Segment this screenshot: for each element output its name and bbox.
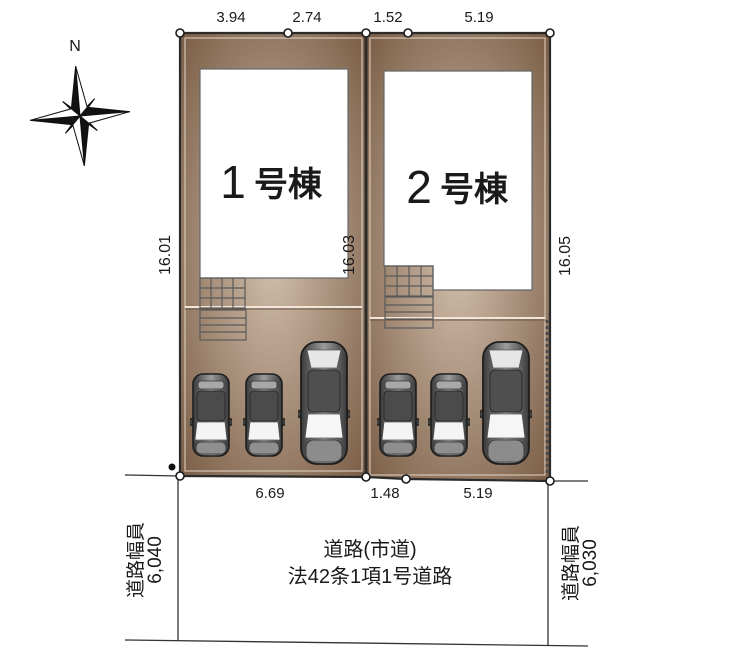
dimension-bottom-3: 5.19	[463, 485, 492, 502]
building-2-suffix: 号棟	[440, 171, 509, 209]
building-1-number: 1	[220, 156, 246, 208]
dimension-bottom-2: 1.48	[370, 485, 399, 502]
car-small-icon	[190, 373, 232, 457]
road-width-right-value: 6,030	[580, 539, 601, 587]
road-width-left-label: 道路幅員	[125, 522, 147, 598]
road-width-right-label: 道路幅員	[560, 525, 582, 601]
road-name: 道路(市道)	[323, 538, 416, 561]
car-large-icon	[298, 341, 350, 465]
lot-1-inner-edge	[184, 37, 363, 472]
car-small-icon	[377, 373, 419, 457]
compass-north-label: N	[69, 38, 81, 55]
house-2-steps	[384, 296, 434, 329]
dimension-right: 16.05	[557, 236, 574, 276]
building-2-number: 2	[406, 161, 432, 213]
dimension-top-3: 1.52	[373, 9, 402, 26]
house-1-steps	[199, 309, 247, 341]
lot-2-inner-edge	[369, 37, 546, 476]
house-1-footprint	[199, 68, 349, 279]
car-small-icon	[428, 373, 470, 457]
house-1-porch	[199, 277, 246, 309]
dimension-top-1: 3.94	[216, 9, 245, 26]
road-far-edge	[124, 639, 589, 647]
house-2-porch	[384, 265, 434, 297]
dimension-left: 16.01	[157, 235, 174, 275]
road-edge-left-ext	[124, 474, 181, 477]
dimension-middle: 16.03	[341, 235, 358, 275]
dimension-top-4: 5.19	[464, 9, 493, 26]
building-1-suffix: 号棟	[254, 166, 323, 204]
compass-rose	[30, 66, 130, 166]
road-classification: 法42条1項1号道路	[288, 565, 453, 588]
road-width-left-value: 6,040	[145, 536, 166, 584]
car-small-icon	[243, 373, 285, 457]
compass-main-arms	[30, 66, 130, 166]
boundary-points	[168, 28, 555, 486]
dimension-top-2: 2.74	[292, 9, 321, 26]
dimension-bottom-1: 6.69	[255, 485, 284, 502]
car-large-icon	[480, 341, 532, 465]
